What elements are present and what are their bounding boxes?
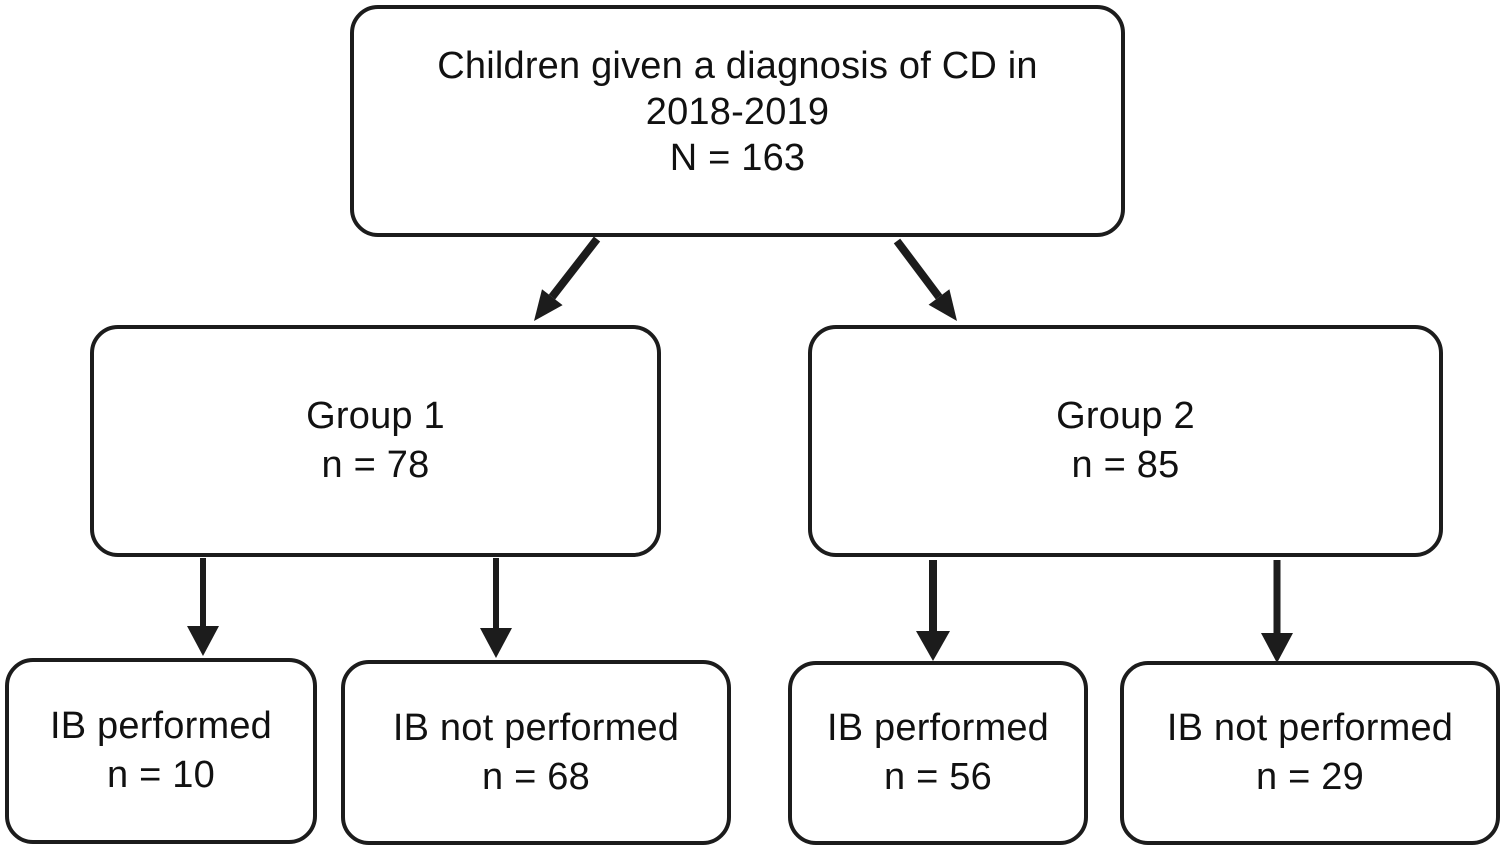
node-root-line3: N = 163 bbox=[669, 137, 806, 179]
arrow-group1-to-ib-not-performed bbox=[480, 558, 512, 658]
node-group1: Group 1 n = 78 bbox=[90, 325, 661, 557]
arrow-root-to-group1 bbox=[534, 236, 601, 321]
node-group2-label: Group 2 bbox=[1056, 395, 1195, 437]
node-group1-ib-performed-count: n = 10 bbox=[107, 754, 215, 796]
node-group2-ib-performed-count: n = 56 bbox=[884, 756, 992, 798]
arrow-group1-to-ib-performed bbox=[187, 558, 219, 656]
node-root-line1: Children given a diagnosis of CD in bbox=[437, 45, 1038, 87]
node-group1-ib-performed: IB performed n = 10 bbox=[5, 658, 317, 844]
arrow-root-to-group2 bbox=[893, 238, 957, 321]
node-group1-ib-not-performed: IB not performed n = 68 bbox=[341, 660, 731, 845]
node-group1-count: n = 78 bbox=[321, 444, 430, 486]
node-group2-ib-performed-label: IB performed bbox=[826, 707, 1050, 749]
arrow-group2-to-ib-not-performed bbox=[1261, 560, 1293, 663]
node-group2-ib-performed: IB performed n = 56 bbox=[788, 661, 1088, 845]
node-group2: Group 2 n = 85 bbox=[808, 325, 1443, 557]
node-group2-count: n = 85 bbox=[1071, 444, 1180, 486]
node-group1-ib-not-performed-label: IB not performed bbox=[392, 706, 680, 749]
node-root-line2: 2018-2019 bbox=[645, 91, 830, 133]
node-group2-ib-not-performed: IB not performed n = 29 bbox=[1120, 661, 1500, 845]
node-group1-label: Group 1 bbox=[306, 395, 445, 437]
node-group1-ib-not-performed-count: n = 68 bbox=[482, 755, 590, 798]
node-group1-ib-performed-label: IB performed bbox=[49, 705, 273, 747]
node-group2-ib-not-performed-count: n = 29 bbox=[1256, 756, 1364, 798]
node-group2-ib-not-performed-label: IB not performed bbox=[1166, 707, 1454, 749]
node-root: Children given a diagnosis of CD in 2018… bbox=[350, 5, 1125, 237]
arrow-group2-to-ib-performed bbox=[916, 560, 950, 661]
